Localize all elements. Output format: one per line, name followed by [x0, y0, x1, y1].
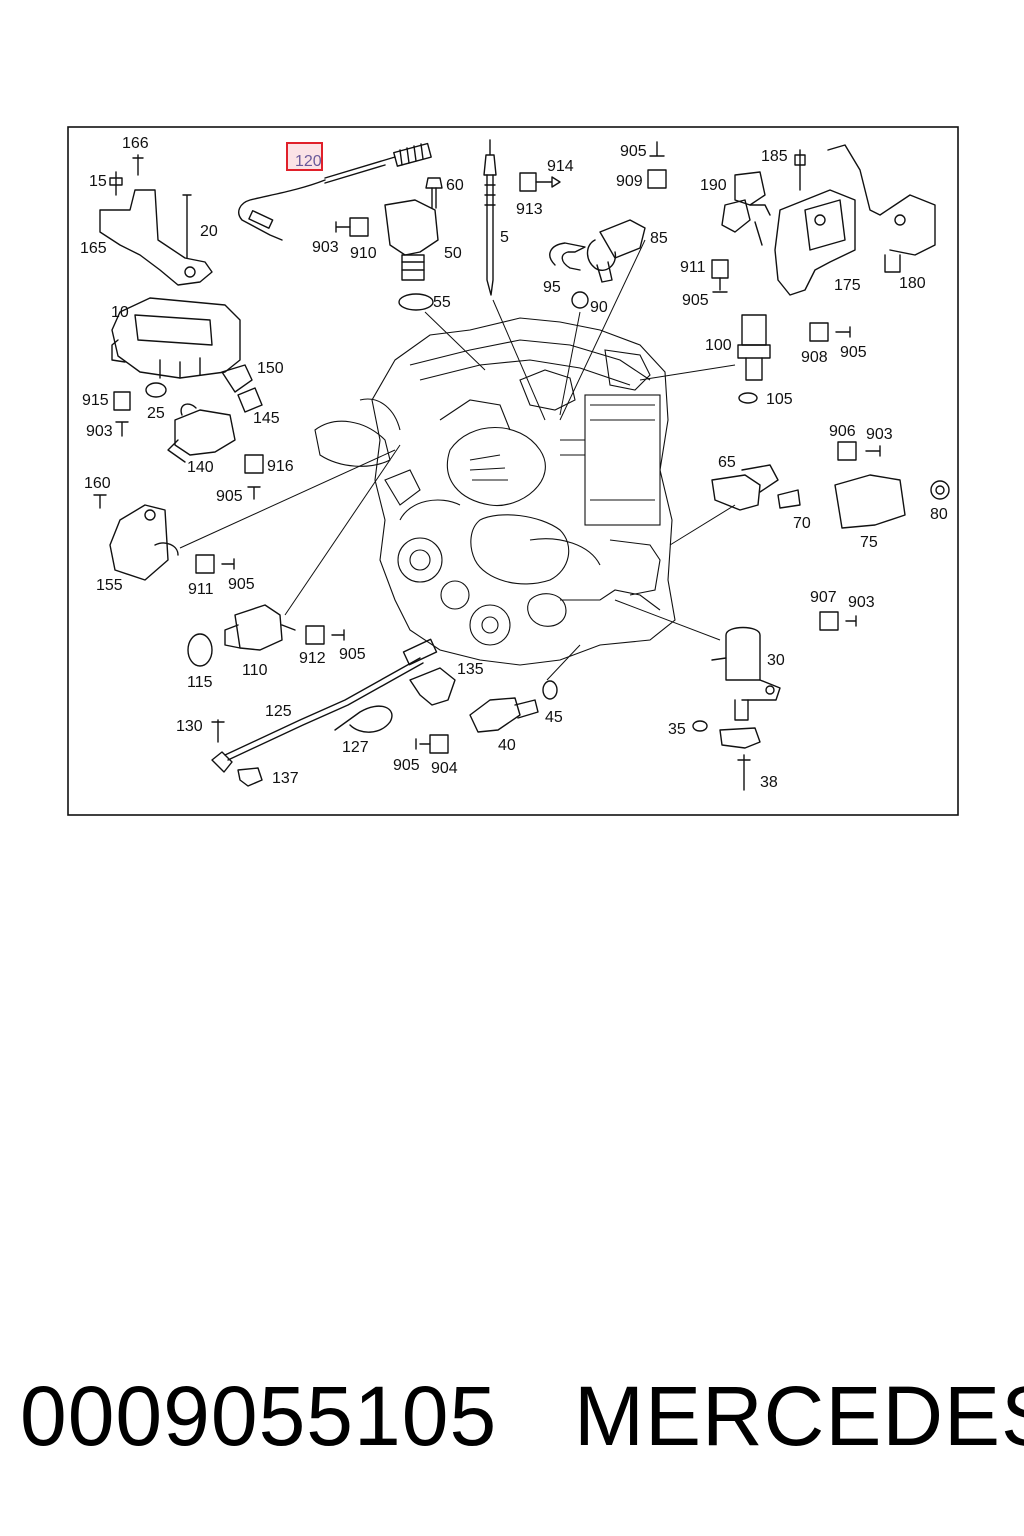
- highlight-box: [286, 142, 323, 171]
- part-55-seal[interactable]: [398, 293, 434, 311]
- parts-diagram: 166 15 165 20 120 60 903 910 50 55 5 914…: [67, 126, 959, 816]
- callout-80: 80: [930, 506, 948, 523]
- brand-name: MERCEDES: [574, 1369, 1024, 1463]
- part-95-clip[interactable]: [549, 242, 586, 271]
- callout-904: 904: [431, 760, 458, 777]
- callout-5: 5: [500, 229, 509, 246]
- callout-145: 145: [253, 410, 280, 427]
- callout-906: 906: [829, 423, 856, 440]
- part-10-control-unit[interactable]: [111, 297, 241, 437]
- part-155-sensor[interactable]: [93, 494, 235, 581]
- callout-10: 10: [111, 304, 129, 321]
- callout-25: 25: [147, 405, 165, 422]
- part-90-seal[interactable]: [571, 291, 589, 309]
- callout-160: 160: [84, 475, 111, 492]
- part-number: 0009055105: [20, 1369, 498, 1463]
- callout-155: 155: [96, 577, 123, 594]
- callout-910: 910: [350, 245, 377, 262]
- callout-903: 903: [86, 423, 113, 440]
- part-5-glow-plug[interactable]: [483, 139, 561, 296]
- callout-903: 903: [866, 426, 893, 443]
- callout-175: 175: [834, 277, 861, 294]
- callout-90: 90: [590, 299, 608, 316]
- callout-190: 190: [700, 177, 727, 194]
- callout-180: 180: [899, 275, 926, 292]
- callout-150: 150: [257, 360, 284, 377]
- callout-905: 905: [840, 344, 867, 361]
- part-165-bracket[interactable]: [99, 154, 213, 286]
- part-30-sensor[interactable]: [692, 611, 857, 791]
- callout-911: 911: [188, 581, 214, 598]
- callout-110: 110: [242, 662, 268, 679]
- callout-35: 35: [668, 721, 686, 738]
- callout-60: 60: [446, 177, 464, 194]
- part-175-bracket[interactable]: [774, 144, 936, 296]
- callout-95: 95: [543, 279, 561, 296]
- part-110-valve[interactable]: [187, 604, 345, 667]
- part-85-sensor[interactable]: [586, 141, 667, 283]
- callout-125: 125: [265, 703, 292, 720]
- callout-903: 903: [312, 239, 339, 256]
- leader-lines: [179, 239, 736, 681]
- part-140-valve[interactable]: [167, 364, 264, 500]
- callout-905: 905: [339, 646, 366, 663]
- callout-137: 137: [272, 770, 299, 787]
- callout-909: 909: [616, 173, 643, 190]
- callout-labels: 166 15 165 20 120 60 903 910 50 55 5 914…: [80, 135, 948, 791]
- callout-908: 908: [801, 349, 828, 366]
- diagram-frame: [67, 126, 959, 816]
- callout-135: 135: [457, 661, 484, 678]
- callout-127: 127: [342, 739, 369, 756]
- part-125-cable[interactable]: [211, 638, 456, 787]
- part-60-bolt[interactable]: [425, 177, 443, 209]
- callout-15: 15: [89, 173, 107, 190]
- part-50-sensor[interactable]: [335, 199, 439, 281]
- callout-38: 38: [760, 774, 778, 791]
- callout-916: 916: [267, 458, 294, 475]
- callout-905: 905: [393, 757, 420, 774]
- part-40-sensor[interactable]: [415, 680, 558, 754]
- callout-100: 100: [705, 337, 732, 354]
- callout-55: 55: [433, 294, 451, 311]
- callout-70: 70: [793, 515, 811, 532]
- part-100-pressure-sensor[interactable]: [737, 314, 851, 404]
- callout-105: 105: [766, 391, 793, 408]
- callout-907: 907: [810, 589, 837, 606]
- callout-115: 115: [187, 674, 213, 691]
- callout-75: 75: [860, 534, 878, 551]
- callout-20: 20: [200, 223, 218, 240]
- callout-165: 165: [80, 240, 107, 257]
- part-65-sensor[interactable]: [711, 441, 950, 529]
- callout-912: 912: [299, 650, 326, 667]
- callout-913: 913: [516, 201, 543, 218]
- engine-assembly: [314, 317, 676, 666]
- part-120-sensor[interactable]: [238, 142, 432, 241]
- callout-905: 905: [620, 143, 647, 160]
- callout-45: 45: [545, 709, 563, 726]
- part-190-sensor[interactable]: [711, 171, 771, 293]
- callout-40: 40: [498, 737, 516, 754]
- callout-903: 903: [848, 594, 875, 611]
- callout-85: 85: [650, 230, 668, 247]
- callout-140: 140: [187, 459, 214, 476]
- callout-911: 911: [680, 259, 706, 276]
- callout-65: 65: [718, 454, 736, 471]
- callout-30: 30: [767, 652, 785, 669]
- callout-130: 130: [176, 718, 203, 735]
- callout-905: 905: [682, 292, 709, 309]
- callout-905: 905: [216, 488, 243, 505]
- callout-120[interactable]: 120: [295, 153, 322, 170]
- callout-185: 185: [761, 148, 788, 165]
- callout-905: 905: [228, 576, 255, 593]
- callout-915: 915: [82, 392, 109, 409]
- callout-166: 166: [122, 135, 149, 152]
- callout-914: 914: [547, 158, 574, 175]
- callout-50: 50: [444, 245, 462, 262]
